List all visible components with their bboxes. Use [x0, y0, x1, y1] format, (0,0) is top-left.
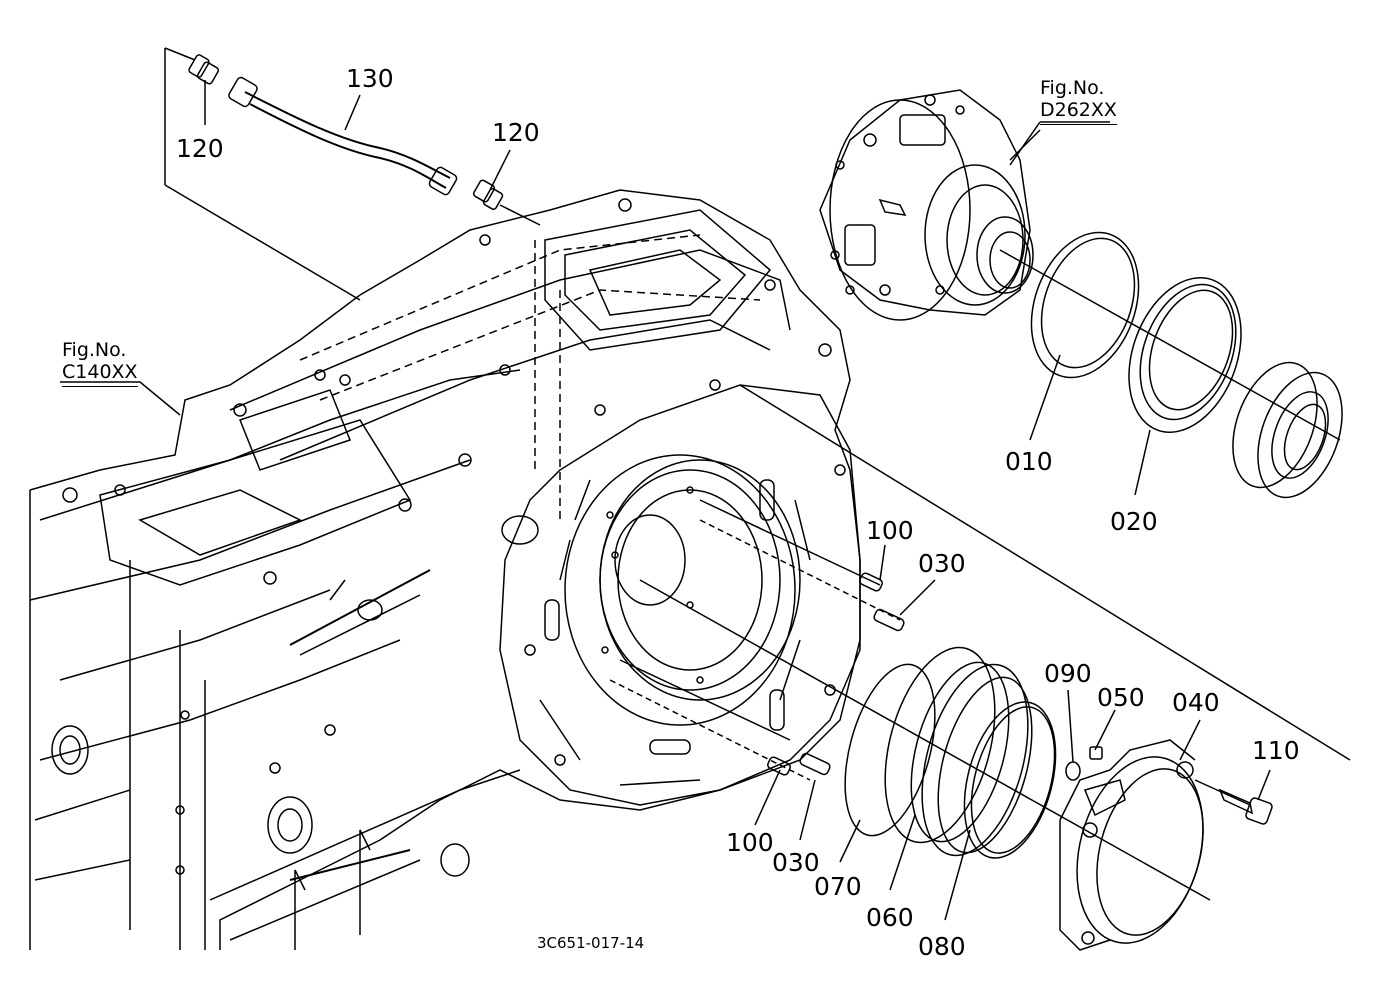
part-label-020: 020: [1110, 507, 1158, 536]
cover-040: [1057, 740, 1222, 957]
transmission-case: [30, 190, 860, 950]
bearing: [1217, 351, 1358, 509]
part-label-080: 080: [918, 932, 966, 961]
part-label-040: 040: [1172, 688, 1220, 717]
axis-line-right: [740, 385, 1350, 760]
part-label-070: 070: [814, 872, 862, 901]
ref-leader-d262: [1010, 122, 1110, 165]
fig-ref-code: D262XX: [1040, 99, 1117, 125]
fig-ref-c140: Fig.No. C140XX: [62, 339, 138, 387]
ref-leader-c140: [60, 382, 180, 415]
part-label-030-upper: 030: [918, 549, 966, 578]
seal-ring-010: [1012, 217, 1157, 392]
fitting-120-left: [188, 54, 219, 85]
part-label-030-lower: 030: [772, 848, 820, 877]
part-label-110: 110: [1252, 736, 1300, 765]
bolt-110: [1220, 790, 1273, 825]
rear-flange-plate: [500, 385, 860, 805]
fig-ref-label: Fig.No.: [62, 339, 127, 361]
fig-ref-d262: Fig.No. D262XX: [1040, 77, 1117, 125]
fig-ref-label: Fig.No.: [1040, 77, 1105, 99]
fig-ref-code: C140XX: [62, 361, 138, 387]
part-label-100-upper: 100: [866, 516, 914, 545]
part-label-060: 060: [866, 903, 914, 932]
sleeve-060: [866, 635, 1049, 867]
seal-ring-020: [1109, 262, 1261, 448]
o-ring-070: [829, 655, 952, 846]
o-ring-090: [1066, 762, 1080, 780]
fitting-120-right: [473, 179, 504, 210]
dowel-pins: [610, 500, 905, 780]
part-label-120-left: 120: [176, 134, 224, 163]
o-ring-080: [949, 692, 1072, 868]
part-label-050: 050: [1097, 683, 1145, 712]
part-label-130: 130: [346, 64, 394, 93]
hydraulic-block: [820, 90, 1040, 320]
case-bolt-holes: [63, 199, 831, 874]
document-id: 3C651-017-14: [537, 934, 645, 952]
oil-pipe-assembly: [165, 48, 540, 300]
part-label-090: 090: [1044, 659, 1092, 688]
part-label-010: 010: [1005, 447, 1053, 476]
axis-line-lower: [640, 580, 1210, 900]
part-label-120-right: 120: [492, 118, 540, 147]
axis-line-upper: [1000, 250, 1340, 440]
part-label-100-lower: 100: [726, 828, 774, 857]
